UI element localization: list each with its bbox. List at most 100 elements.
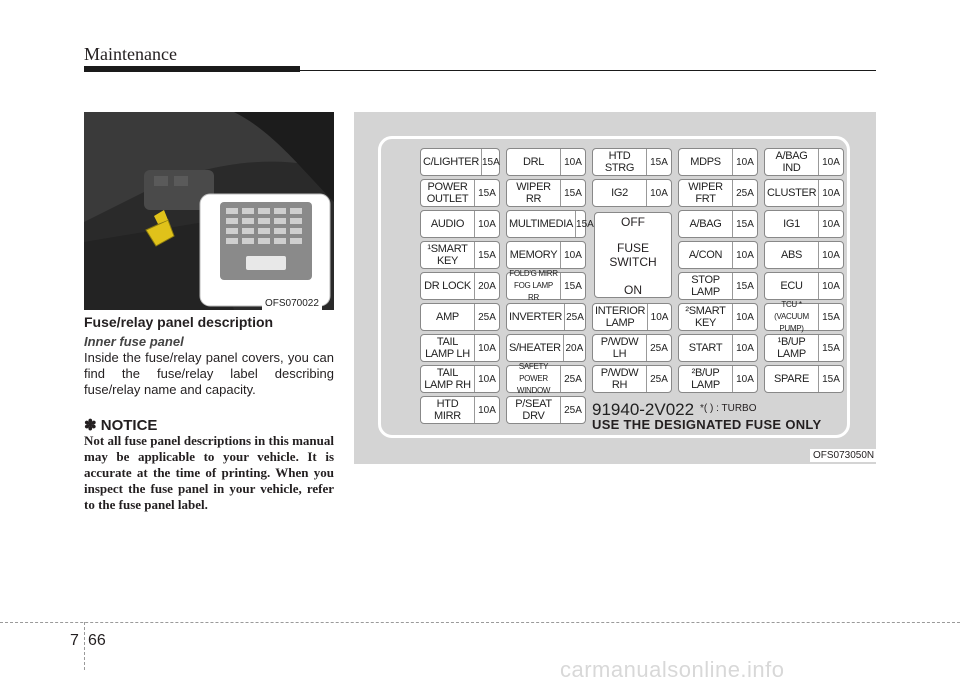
fuse-capacity: 15A bbox=[474, 242, 499, 268]
fuse-name: P/SEAT DRV bbox=[515, 398, 552, 422]
fuse-capacity: 15A bbox=[480, 149, 500, 175]
fuse-name: ¹SMART KEY bbox=[427, 243, 468, 267]
fuse-capacity: 25A bbox=[732, 180, 757, 206]
fuse-name: TCU *(VACUUM PUMP) bbox=[774, 300, 809, 333]
fuse-name: START bbox=[688, 342, 723, 354]
fuse-switch: OFF FUSE SWITCH ON bbox=[594, 212, 672, 298]
part-number: 91940-2V022 bbox=[592, 400, 695, 419]
fuse-name: IG2 bbox=[611, 187, 628, 199]
fuse-cell: A/CON 10A bbox=[678, 241, 758, 269]
fuse-warning: USE THE DESIGNATED FUSE ONLY bbox=[592, 417, 822, 432]
fuse-name: STOP LAMP bbox=[691, 274, 720, 298]
fuse-capacity: 15A bbox=[575, 211, 594, 237]
fuse-name: HTD MIRR bbox=[434, 398, 461, 422]
fuse-capacity: 10A bbox=[647, 304, 671, 330]
fuse-name: ²B/UP LAMP bbox=[691, 367, 720, 391]
fuse-capacity: 25A bbox=[646, 366, 671, 392]
fuse-cell: HTD MIRR 10A bbox=[420, 396, 500, 424]
fuse-capacity: 10A bbox=[474, 211, 499, 237]
fuse-capacity: 25A bbox=[564, 304, 585, 330]
fuse-name: MDPS bbox=[690, 156, 721, 168]
description-paragraph: Inside the fuse/relay panel covers, you … bbox=[84, 350, 334, 397]
fuse-capacity: 10A bbox=[818, 149, 843, 175]
fuse-capacity: 15A bbox=[732, 211, 757, 237]
fuse-capacity: 15A bbox=[560, 273, 585, 299]
fuse-panel-location-photo bbox=[84, 112, 334, 310]
fuse-capacity: 15A bbox=[818, 335, 843, 361]
fuse-name: TAIL LAMP LH bbox=[425, 336, 470, 360]
fuse-capacity: 15A bbox=[474, 180, 499, 206]
footer-divider bbox=[84, 622, 85, 670]
fuse-name: A/CON bbox=[688, 249, 723, 261]
fuse-name: IG1 bbox=[783, 218, 800, 230]
fuse-name: TAIL LAMP RH bbox=[424, 367, 471, 391]
fuse-capacity: 25A bbox=[474, 304, 499, 330]
notice-title: ✽ NOTICE bbox=[84, 417, 158, 434]
footer-rule bbox=[0, 622, 960, 623]
fuse-capacity: 10A bbox=[646, 180, 671, 206]
fuse-name: AUDIO bbox=[430, 218, 465, 230]
fuse-capacity: 10A bbox=[560, 242, 585, 268]
fuse-name: INVERTER bbox=[509, 311, 563, 323]
fuse-cell: MDPS 10A bbox=[678, 148, 758, 176]
header-bar bbox=[84, 66, 300, 72]
fuse-name: POWER OUTLET bbox=[426, 181, 469, 205]
fuse-cell: AUDIO 10A bbox=[420, 210, 500, 238]
figure-caption: OFS073050N bbox=[810, 449, 878, 462]
fuse-name: HTD STRG bbox=[604, 150, 635, 174]
fuse-capacity: 10A bbox=[732, 149, 757, 175]
fuse-name: ECU bbox=[780, 280, 803, 292]
fuse-cell: P/SEAT DRV 25A bbox=[506, 396, 586, 424]
fuse-capacity: 10A bbox=[474, 397, 499, 423]
chapter-number: 7 bbox=[70, 632, 79, 649]
fuse-capacity: 10A bbox=[732, 366, 757, 392]
fuse-name: P/WDW RH bbox=[600, 367, 639, 391]
fuse-panel-outline bbox=[378, 136, 850, 438]
fuse-name: ABS bbox=[780, 249, 803, 261]
fuse-capacity: 25A bbox=[646, 335, 671, 361]
turbo-note: *( ) : TURBO bbox=[700, 403, 757, 414]
fuse-name: WIPER RR bbox=[516, 181, 551, 205]
fuse-name: FOLD'G MIRR FOG LAMP RR bbox=[509, 269, 558, 302]
fuse-name: ²SMART KEY bbox=[685, 305, 726, 329]
fuse-cell: P/WDW LH 25A bbox=[592, 334, 672, 362]
fuse-name: P/WDW LH bbox=[600, 336, 639, 360]
page-number: 66 bbox=[88, 632, 106, 649]
switch-name-line1: FUSE bbox=[616, 241, 649, 255]
fuse-capacity: 10A bbox=[732, 304, 757, 330]
fuse-name: SPARE bbox=[774, 373, 809, 385]
fuse-capacity: 15A bbox=[732, 273, 757, 299]
figure-caption: OFS070022 bbox=[262, 297, 322, 310]
switch-off-label: OFF bbox=[621, 215, 645, 229]
fuse-name: AMP bbox=[436, 311, 459, 323]
fuse-capacity: 10A bbox=[732, 242, 757, 268]
header-rule bbox=[300, 70, 876, 71]
fuse-cell: IG2 10A bbox=[592, 179, 672, 207]
fuse-cell: ²B/UP LAMP 10A bbox=[678, 365, 758, 393]
fuse-capacity: 10A bbox=[560, 149, 585, 175]
switch-on-label: ON bbox=[624, 283, 642, 297]
fuse-capacity: 25A bbox=[560, 397, 585, 423]
fuse-name: C/LIGHTER bbox=[423, 156, 479, 168]
page-header-title: Maintenance bbox=[84, 44, 177, 64]
section-title: Fuse/relay panel description bbox=[84, 314, 274, 330]
